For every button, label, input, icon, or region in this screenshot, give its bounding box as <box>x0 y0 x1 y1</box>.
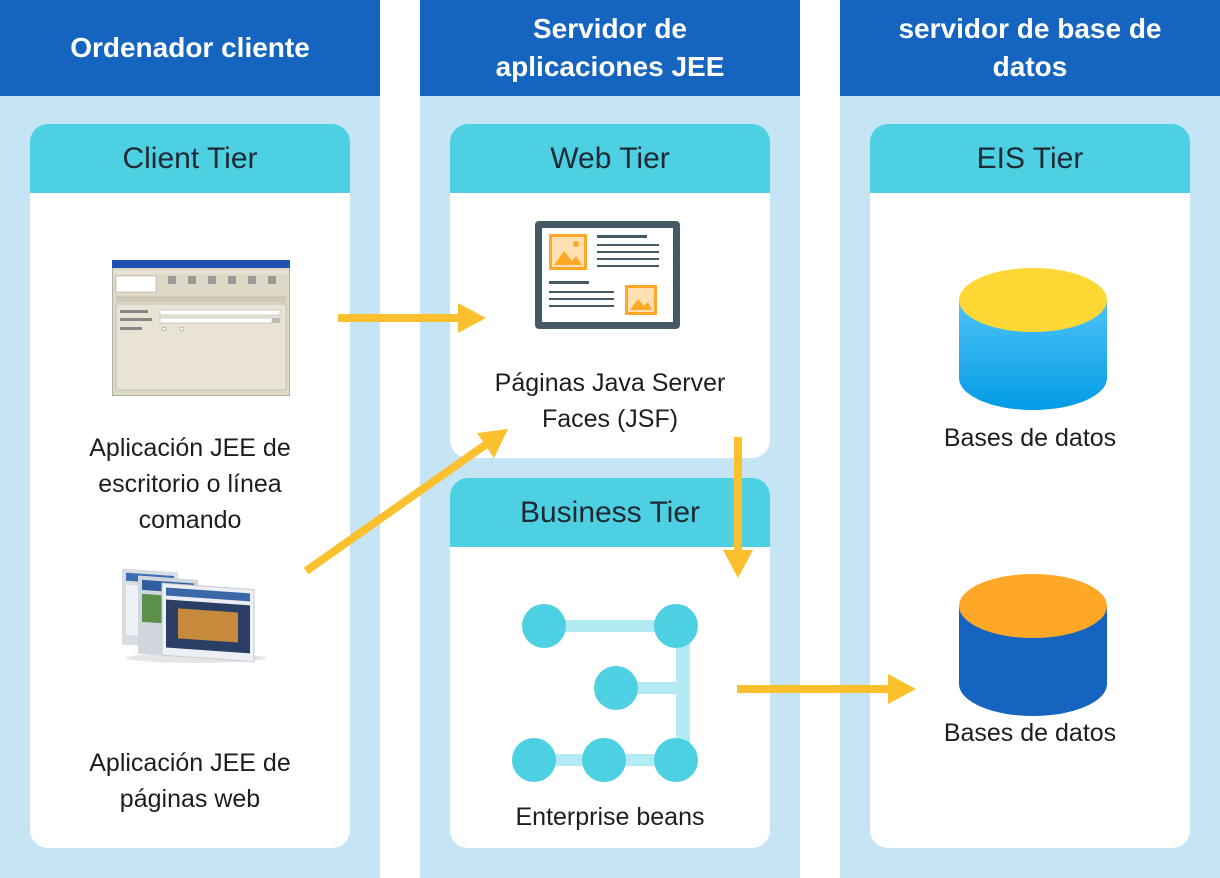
business-tier-card: Business Tier <box>450 478 770 848</box>
jsf-caption-line2: Faces (JSF) <box>541 405 679 433</box>
db-server-title-line1: servidor de base de <box>898 13 1162 44</box>
jee-server-column-header: Servidor de aplicaciones JEE <box>420 0 800 96</box>
enterprise-beans-label: Enterprise beans <box>515 803 705 831</box>
jee-server-title-line2: aplicaciones JEE <box>495 51 725 82</box>
enterprise-beans-caption: Enterprise beans <box>450 799 770 835</box>
desktop-app-caption: Aplicación JEE de escritorio o línea com… <box>30 430 350 538</box>
client-column: Ordenador cliente Client Tier <box>0 0 380 878</box>
client-tier-title: Client Tier <box>122 141 258 175</box>
client-tier-header: Client Tier <box>30 124 350 193</box>
web-tier-title: Web Tier <box>550 141 670 175</box>
db-server-column: servidor de base de datos EIS Tier Bases… <box>840 0 1220 878</box>
database-caption-2: Bases de datos <box>870 715 1190 751</box>
eis-tier-header: EIS Tier <box>870 124 1190 193</box>
jee-server-column: Servidor de aplicaciones JEE Web Tier <box>420 0 800 878</box>
enterprise-beans-icon <box>510 603 700 788</box>
db-server-column-header: servidor de base de datos <box>840 0 1220 96</box>
client-column-header: Ordenador cliente <box>0 0 380 96</box>
desktop-app-caption-line2: escritorio o línea <box>98 470 282 498</box>
web-tier-card: Web Tier <box>450 124 770 458</box>
web-pages-caption: Aplicación JEE de páginas web <box>30 745 350 817</box>
database-icon <box>959 268 1107 410</box>
eis-tier-title: EIS Tier <box>976 141 1084 175</box>
business-tier-header: Business Tier <box>450 478 770 547</box>
db-server-title-line2: datos <box>992 51 1068 82</box>
business-tier-title: Business Tier <box>519 495 701 529</box>
eis-tier-card: EIS Tier Bases de datos <box>870 124 1190 848</box>
database-label-2: Bases de datos <box>943 719 1117 747</box>
client-tier-card: Client Tier <box>30 124 350 848</box>
database-caption-1: Bases de datos <box>870 420 1190 456</box>
desktop-app-window-icon <box>111 259 291 397</box>
desktop-app-caption-line3: comando <box>138 506 242 534</box>
jee-server-title-line1: Servidor de <box>532 13 688 44</box>
web-pages-caption-line2: páginas web <box>119 785 261 813</box>
client-column-title: Ordenador cliente <box>70 32 310 63</box>
jsf-caption-line1: Páginas Java Server <box>494 369 726 397</box>
jsf-caption: Páginas Java Server Faces (JSF) <box>450 365 770 437</box>
web-tier-header: Web Tier <box>450 124 770 193</box>
web-pages-icon <box>116 564 266 664</box>
desktop-app-caption-line1: Aplicación JEE de <box>89 434 291 462</box>
web-page-layout-icon <box>535 221 680 329</box>
database-icon <box>959 574 1107 716</box>
web-pages-caption-line1: Aplicación JEE de <box>89 749 291 777</box>
database-label-1: Bases de datos <box>943 424 1117 452</box>
